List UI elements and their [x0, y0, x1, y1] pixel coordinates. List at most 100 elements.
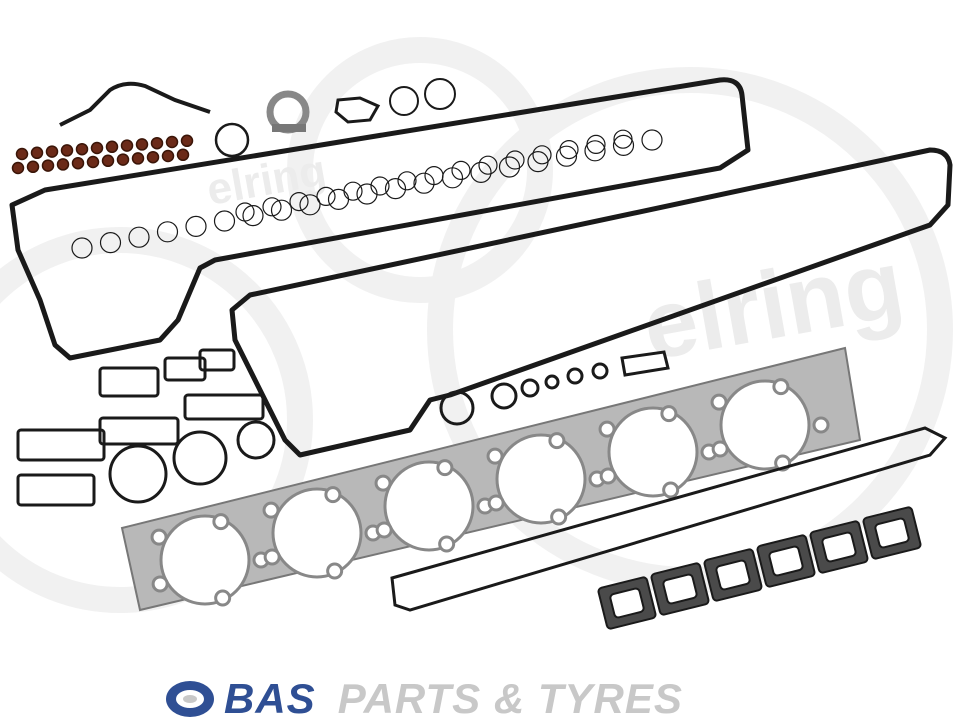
valve-stem-seal [30, 146, 44, 160]
valve-stem-seal [150, 136, 164, 150]
o-ring [343, 181, 363, 201]
o-ring [555, 145, 578, 167]
cylinder-bore [607, 406, 699, 498]
o-ring [397, 171, 417, 191]
bolt-hole [548, 432, 566, 450]
o-ring [586, 134, 606, 154]
o-ring [289, 192, 309, 212]
cylinder-bore [159, 514, 251, 606]
valve-stem-seal [131, 152, 145, 165]
o-ring [242, 205, 264, 227]
bolt-hole [710, 393, 728, 411]
bolt-hole [599, 467, 617, 485]
cylinder-bore [495, 433, 587, 525]
cylinder-bore [719, 379, 811, 471]
valve-stem-seal [41, 159, 55, 172]
o-ring [99, 232, 122, 254]
o-ring [613, 129, 633, 149]
port-gasket-opening [874, 517, 910, 549]
bolt-hole [486, 447, 504, 465]
v-band-clamp [266, 90, 310, 134]
bolt-hole [812, 416, 830, 434]
bolt-hole [263, 548, 281, 566]
o-ring [470, 161, 492, 183]
o-ring [356, 183, 378, 205]
bolt-hole [772, 378, 790, 396]
valve-cover-gasket-left [9, 77, 751, 361]
bolt-hole [438, 535, 456, 553]
valve-stem-seal [146, 150, 160, 164]
bolt-hole [150, 528, 168, 546]
o-ring [641, 129, 663, 151]
bolt-hole [598, 420, 616, 438]
injector-o-rings [71, 129, 663, 259]
valve-stem-seal [60, 144, 74, 157]
valve-stem-seal [45, 145, 59, 158]
bolt-hole [436, 459, 454, 477]
bolt-hole [374, 474, 392, 492]
valve-stem-seal [15, 147, 29, 161]
bolt-hole [212, 513, 230, 531]
valve-stem-seal [135, 138, 149, 151]
valve-stem-seals [11, 134, 194, 175]
o-ring [270, 199, 293, 221]
valve-stem-seal [86, 155, 100, 169]
bolt-hole [214, 589, 232, 607]
port-gasket [756, 534, 816, 588]
o-ring [213, 210, 236, 232]
oil-cooler-gaskets [439, 350, 670, 426]
bolt-hole [487, 494, 505, 512]
company-logo: BAS PARTS & TYRES [162, 670, 822, 728]
o-ring [316, 186, 336, 206]
o-ring [424, 78, 456, 110]
port-gasket-opening [821, 531, 857, 563]
o-ring [185, 215, 207, 237]
o-ring [71, 237, 93, 259]
o-ring [327, 188, 350, 210]
valve-stem-seal [116, 153, 130, 166]
o-ring [532, 145, 552, 165]
port-gasket [597, 576, 657, 630]
port-gasket-opening [609, 587, 645, 619]
o-ring [156, 221, 179, 243]
cylinder-bore [383, 460, 475, 552]
bas-logo-icon [166, 681, 214, 717]
bolt-hole [550, 508, 568, 526]
valve-stem-seal [180, 134, 194, 148]
bolt-hole [375, 521, 393, 539]
bolt-hole [324, 486, 342, 504]
port-gasket-opening [662, 573, 698, 605]
o-ring [478, 155, 498, 175]
bolt-hole [151, 575, 169, 593]
valve-stem-seal [56, 158, 70, 171]
o-ring [235, 202, 255, 222]
port-gasket [809, 520, 869, 574]
bolt-hole [660, 405, 678, 423]
brand-tagline: PARTS & TYRES [337, 675, 683, 722]
o-ring [413, 172, 435, 194]
o-ring [262, 197, 282, 217]
port-gasket [703, 548, 763, 602]
valve-cover-gasket-right [229, 147, 953, 458]
o-ring [498, 156, 521, 178]
o-ring [612, 134, 635, 156]
o-ring [559, 140, 579, 160]
o-ring [299, 194, 321, 216]
o-ring [389, 86, 419, 116]
watermark-text: elring [635, 230, 911, 381]
bolt-hole [711, 440, 729, 458]
o-ring [584, 140, 606, 162]
exhaust-port-gaskets [597, 506, 922, 630]
cylinder-head-gasket [120, 346, 862, 612]
bolt-hole [662, 481, 680, 499]
bolt-hole [262, 501, 280, 519]
brand-name: BAS [224, 675, 316, 722]
port-gasket [862, 506, 922, 560]
port-gasket-opening [715, 559, 751, 591]
turbo-gasket [334, 96, 381, 124]
o-ring [424, 166, 444, 186]
o-ring [505, 150, 525, 170]
valve-stem-seal [75, 142, 89, 156]
valve-stem-seal [176, 148, 190, 162]
